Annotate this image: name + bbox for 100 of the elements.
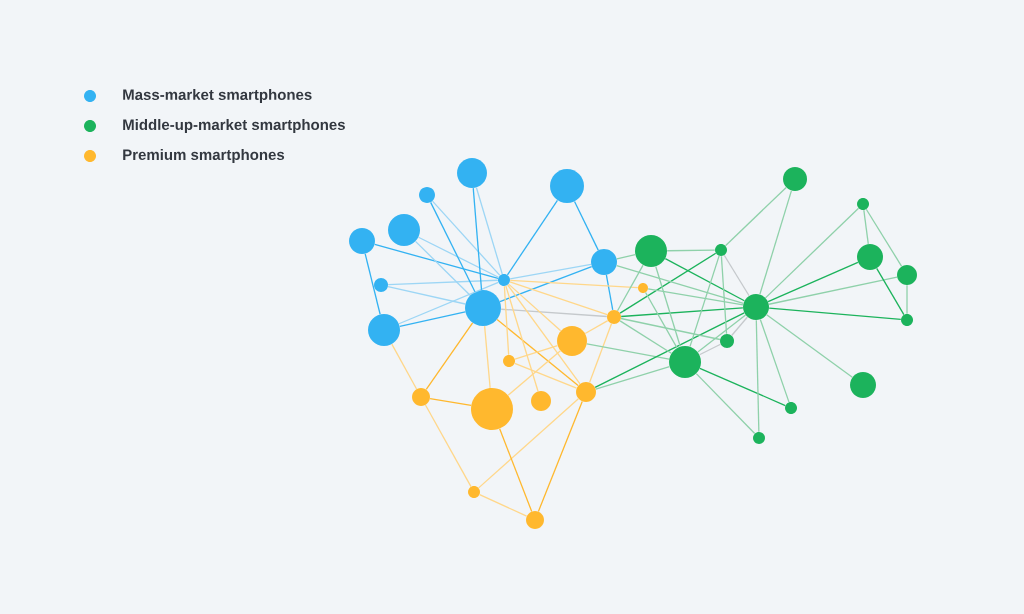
network-link bbox=[499, 266, 593, 303]
network-link bbox=[506, 199, 559, 276]
network-node bbox=[471, 388, 513, 430]
network-link bbox=[417, 236, 500, 278]
network-link bbox=[364, 253, 381, 315]
network-link bbox=[430, 201, 476, 293]
network-link bbox=[391, 343, 418, 390]
network-link bbox=[724, 186, 787, 247]
network-link bbox=[588, 323, 613, 384]
network-link bbox=[768, 276, 898, 305]
network-link bbox=[399, 311, 466, 328]
network-link bbox=[698, 343, 722, 356]
network-node bbox=[720, 334, 734, 348]
network-link bbox=[374, 243, 499, 279]
network-link bbox=[387, 279, 499, 286]
network-link bbox=[514, 344, 559, 360]
network-link bbox=[507, 350, 562, 396]
network-link bbox=[509, 281, 608, 316]
network-link bbox=[644, 291, 678, 349]
network-node bbox=[503, 355, 515, 367]
network-node bbox=[635, 235, 667, 267]
network-link bbox=[759, 318, 790, 403]
network-node bbox=[349, 228, 375, 254]
network-link bbox=[619, 252, 717, 314]
network-node bbox=[591, 249, 617, 275]
network-link bbox=[594, 312, 745, 389]
network-link bbox=[508, 283, 562, 332]
network-link bbox=[664, 257, 745, 302]
network-link bbox=[425, 322, 474, 391]
network-node bbox=[897, 265, 917, 285]
network-link bbox=[387, 285, 466, 305]
network-link bbox=[478, 398, 580, 489]
network-link bbox=[865, 208, 903, 267]
network-link bbox=[573, 200, 599, 251]
network-link bbox=[499, 428, 533, 513]
network-node bbox=[901, 314, 913, 326]
network-link bbox=[509, 279, 639, 289]
network-link bbox=[505, 285, 539, 392]
network-link bbox=[863, 209, 869, 245]
legend-item: Premium smartphones bbox=[84, 149, 285, 163]
network-link bbox=[620, 307, 744, 318]
network-node bbox=[607, 310, 621, 324]
network-link bbox=[503, 285, 510, 356]
network-link bbox=[731, 316, 749, 337]
network-link bbox=[479, 493, 528, 517]
network-link bbox=[414, 240, 471, 296]
network-link bbox=[595, 366, 671, 390]
network-node bbox=[498, 274, 510, 286]
network-node bbox=[457, 158, 487, 188]
network-node bbox=[419, 187, 435, 203]
network-link bbox=[720, 255, 728, 335]
network-link bbox=[759, 190, 793, 295]
network-node bbox=[850, 372, 876, 398]
network-link bbox=[876, 267, 905, 316]
network-link bbox=[429, 397, 472, 407]
network-node bbox=[785, 402, 797, 414]
network-link bbox=[496, 318, 579, 387]
network-link bbox=[514, 362, 578, 389]
network-link bbox=[619, 320, 672, 354]
network-link bbox=[764, 207, 860, 299]
legend-item: Mass-market smartphones bbox=[84, 89, 312, 103]
network-link bbox=[507, 284, 581, 385]
network-link bbox=[586, 343, 670, 360]
network-link bbox=[424, 404, 472, 488]
network-node bbox=[374, 278, 388, 292]
network-node bbox=[468, 486, 480, 498]
network-link bbox=[616, 264, 644, 312]
network-link bbox=[906, 284, 908, 315]
network-node bbox=[783, 167, 807, 191]
network-node bbox=[857, 198, 869, 210]
network-link bbox=[500, 308, 608, 318]
network-link bbox=[605, 274, 614, 311]
network-link bbox=[666, 249, 716, 252]
network-link bbox=[616, 265, 744, 304]
network-link bbox=[723, 254, 750, 297]
network-node bbox=[753, 432, 765, 444]
network-node bbox=[576, 382, 596, 402]
network-link bbox=[484, 325, 491, 389]
network-node bbox=[388, 214, 420, 246]
network-link bbox=[475, 186, 503, 275]
network-link bbox=[537, 400, 583, 513]
network-node bbox=[715, 244, 727, 256]
network-link bbox=[398, 281, 499, 325]
network-link bbox=[699, 367, 786, 407]
legend-item: Middle-up-market smartphones bbox=[84, 119, 345, 133]
network-node bbox=[557, 326, 587, 356]
network-link bbox=[620, 317, 721, 341]
network-link bbox=[647, 288, 744, 306]
network-link bbox=[695, 372, 756, 435]
network-node bbox=[669, 346, 701, 378]
network-node bbox=[412, 388, 430, 406]
network-node bbox=[743, 294, 769, 320]
network-node bbox=[638, 283, 648, 293]
network-link bbox=[755, 319, 760, 433]
network-link bbox=[689, 255, 720, 348]
network-link bbox=[766, 314, 853, 378]
network-node bbox=[526, 511, 544, 529]
network-link bbox=[768, 307, 902, 321]
network-node bbox=[531, 391, 551, 411]
network-link bbox=[655, 265, 681, 348]
